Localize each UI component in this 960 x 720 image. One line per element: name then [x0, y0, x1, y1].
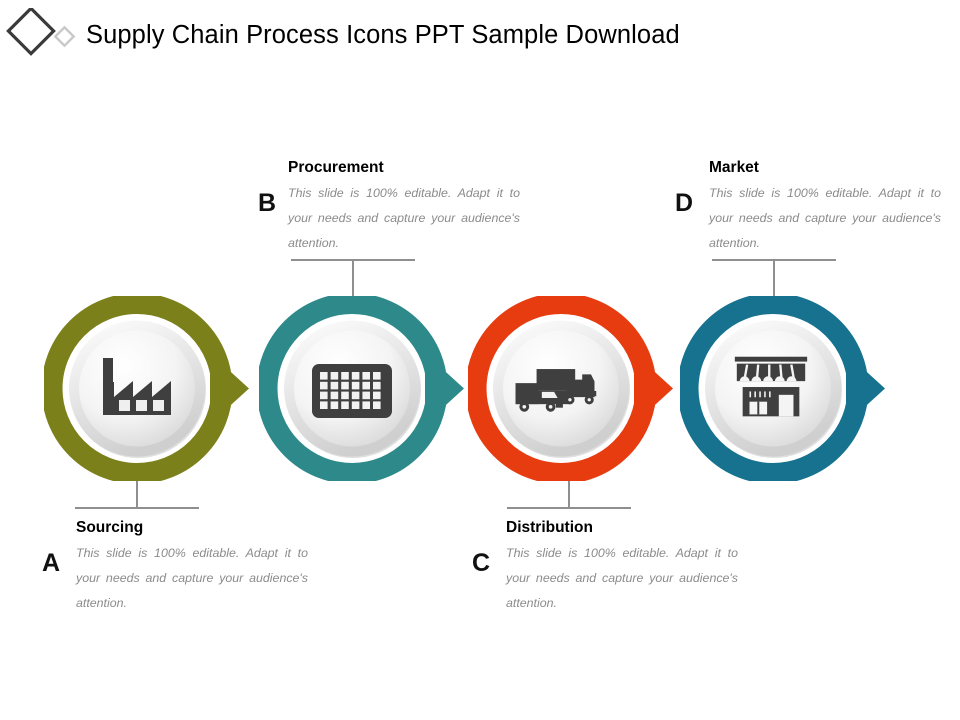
callout-body-market: This slide is 100% editable. Adapt it to… — [709, 186, 941, 250]
callout-title-procurement: Procurement — [288, 159, 384, 176]
callout-market: Market This slide is 100% editable. Adap… — [709, 158, 941, 256]
callout-body-sourcing: This slide is 100% editable. Adapt it to… — [76, 546, 308, 610]
step-letter-c: C — [472, 549, 491, 577]
ring-sourcing — [44, 296, 254, 481]
callout-title-sourcing: Sourcing — [76, 519, 144, 536]
step-letter-b: B — [258, 189, 277, 217]
leader-line-vertical-c — [568, 464, 570, 508]
process-node-market[interactable] — [680, 296, 890, 481]
ring-distribution — [468, 296, 678, 481]
callout-procurement: Procurement This slide is 100% editable.… — [288, 158, 520, 256]
diamond-logo — [6, 6, 78, 68]
leader-line-vertical-a — [136, 464, 138, 508]
leader-line-horizontal-c — [507, 507, 631, 509]
process-node-sourcing[interactable] — [44, 296, 254, 481]
callout-distribution: Distribution This slide is 100% editable… — [506, 518, 738, 616]
leader-line-vertical-d — [773, 259, 775, 310]
ring-market — [680, 296, 890, 481]
callout-body-distribution: This slide is 100% editable. Adapt it to… — [506, 546, 738, 610]
process-node-distribution[interactable] — [468, 296, 678, 481]
step-letter-d: D — [675, 189, 694, 217]
callout-sourcing: Sourcing This slide is 100% editable. Ad… — [76, 518, 308, 616]
process-node-procurement[interactable] — [259, 296, 469, 481]
callout-title-market: Market — [709, 159, 759, 176]
slide-header: Supply Chain Process Icons PPT Sample Do… — [0, 0, 960, 72]
leader-line-horizontal-a — [75, 507, 199, 509]
callout-body-procurement: This slide is 100% editable. Adapt it to… — [288, 186, 520, 250]
leader-line-vertical-b — [352, 259, 354, 310]
page-title: Supply Chain Process Icons PPT Sample Do… — [86, 21, 680, 49]
callout-title-distribution: Distribution — [506, 519, 593, 536]
step-letter-a: A — [42, 549, 61, 577]
ring-procurement — [259, 296, 469, 481]
